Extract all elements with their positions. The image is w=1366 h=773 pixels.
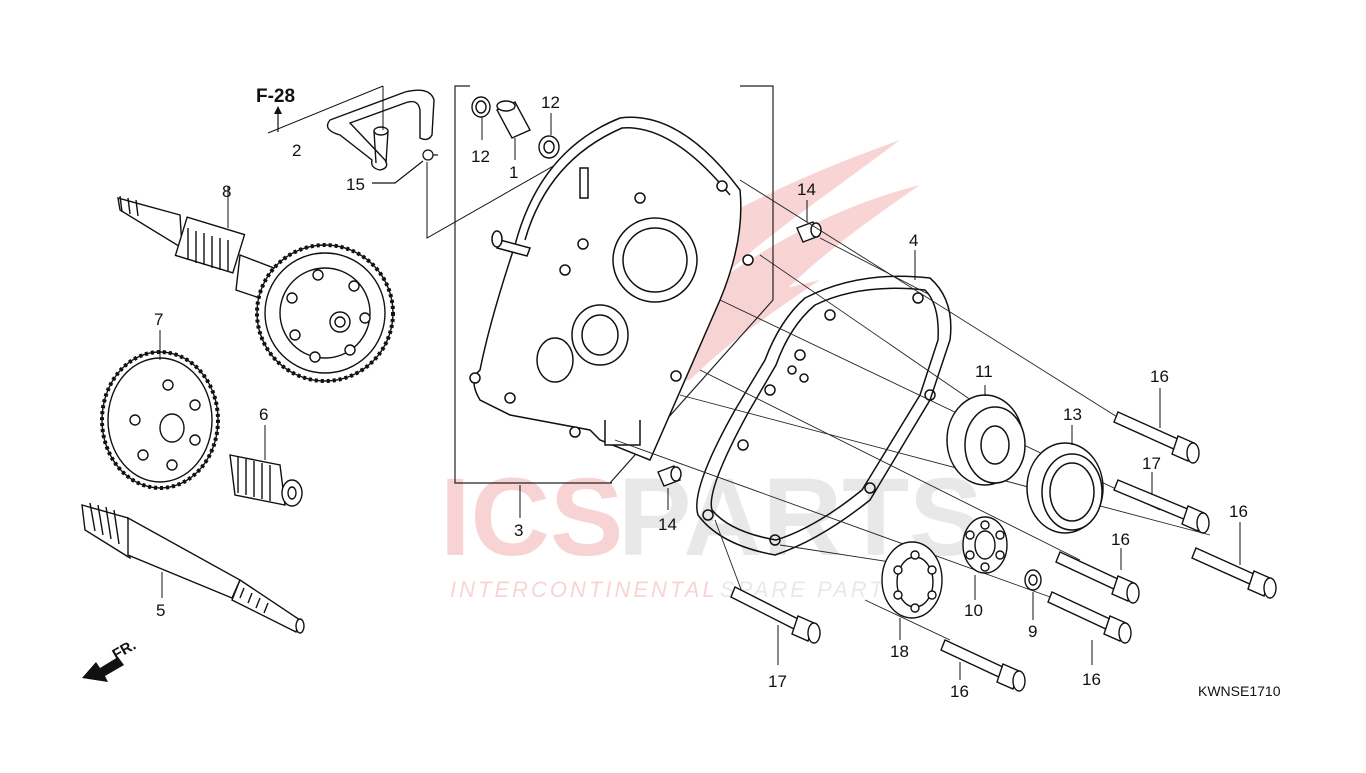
part-label-9: 9 (1028, 622, 1037, 641)
part-label-1: 1 (509, 163, 518, 182)
part-13-oil-seal (1026, 425, 1104, 534)
part-label-8: 8 (222, 182, 231, 201)
bolt-16-a (1113, 411, 1200, 464)
part-9-washer (1024, 569, 1042, 620)
watermark-brand-ics: ICS (440, 456, 623, 579)
part-label-12-right: 12 (541, 93, 560, 112)
part-6-small-gear (229, 425, 303, 507)
bolt-17-a (1113, 479, 1210, 534)
front-direction-indicator: FR. (82, 637, 139, 682)
bolt-16-d (1047, 591, 1132, 644)
collar-and-seals (471, 96, 560, 160)
reference-arrow-icon (274, 106, 282, 114)
part-11-bearing (946, 385, 1026, 486)
part-label-16-b: 16 (1229, 502, 1248, 521)
hose-clip (372, 147, 586, 239)
watermark-tagline-a: INTERCONTINENTAL (450, 577, 718, 602)
part-5-drive-shaft (81, 502, 305, 634)
part-label-6: 6 (259, 405, 268, 424)
part-label-14-top: 14 (797, 180, 816, 199)
part-label-17-a: 17 (1142, 454, 1161, 473)
part-label-11: 11 (975, 362, 993, 381)
bolt-16-c (1055, 551, 1140, 604)
part-7-countershaft-gear (100, 330, 220, 490)
part-label-10: 10 (964, 601, 983, 620)
part-label-16-a: 16 (1150, 367, 1169, 386)
front-arrow-icon (82, 657, 124, 682)
watermark-text: ICS PARTS INTERCONTINENTAL SPARE PARTS (440, 456, 983, 602)
bolts (730, 388, 1277, 692)
part-label-17-b: 17 (768, 672, 787, 691)
breather-hose (267, 85, 435, 171)
front-direction-label: FR. (110, 637, 139, 664)
part-10-bearing (962, 516, 1008, 600)
part-label-2: 2 (292, 141, 301, 160)
bolt-16-b (1191, 547, 1277, 599)
part-18-bearing (881, 541, 943, 640)
part-label-12-left: 12 (471, 147, 490, 166)
part-label-18: 18 (890, 642, 909, 661)
reference-f28: F-28 (256, 86, 295, 132)
part-labels: 2 15 12 1 12 8 7 6 5 3 14 14 4 11 13 16 … (154, 93, 1248, 701)
part-label-7: 7 (154, 310, 163, 329)
diagram-code: KWNSE1710 (1198, 683, 1281, 699)
part-label-13: 13 (1063, 405, 1082, 424)
bolt-17-b (730, 586, 821, 644)
part-label-14-bottom: 14 (658, 515, 677, 534)
bolt-16-e (940, 639, 1026, 692)
part-14-dowel-pins (657, 200, 822, 510)
part-label-16-c: 16 (1111, 530, 1130, 549)
cover-group-bracket-right (740, 85, 774, 300)
part-label-16-e: 16 (950, 682, 969, 701)
part-label-15: 15 (346, 175, 365, 194)
part-label-5: 5 (156, 601, 165, 620)
part-3-transmission-cover (469, 116, 754, 518)
cover-group-bracket (454, 85, 612, 484)
part-label-4: 4 (909, 231, 918, 250)
reference-f28-label: F-28 (256, 86, 295, 107)
part-8-final-shaft-gear (117, 186, 395, 383)
part-label-3: 3 (514, 521, 523, 540)
part-label-16-d: 16 (1082, 670, 1101, 689)
